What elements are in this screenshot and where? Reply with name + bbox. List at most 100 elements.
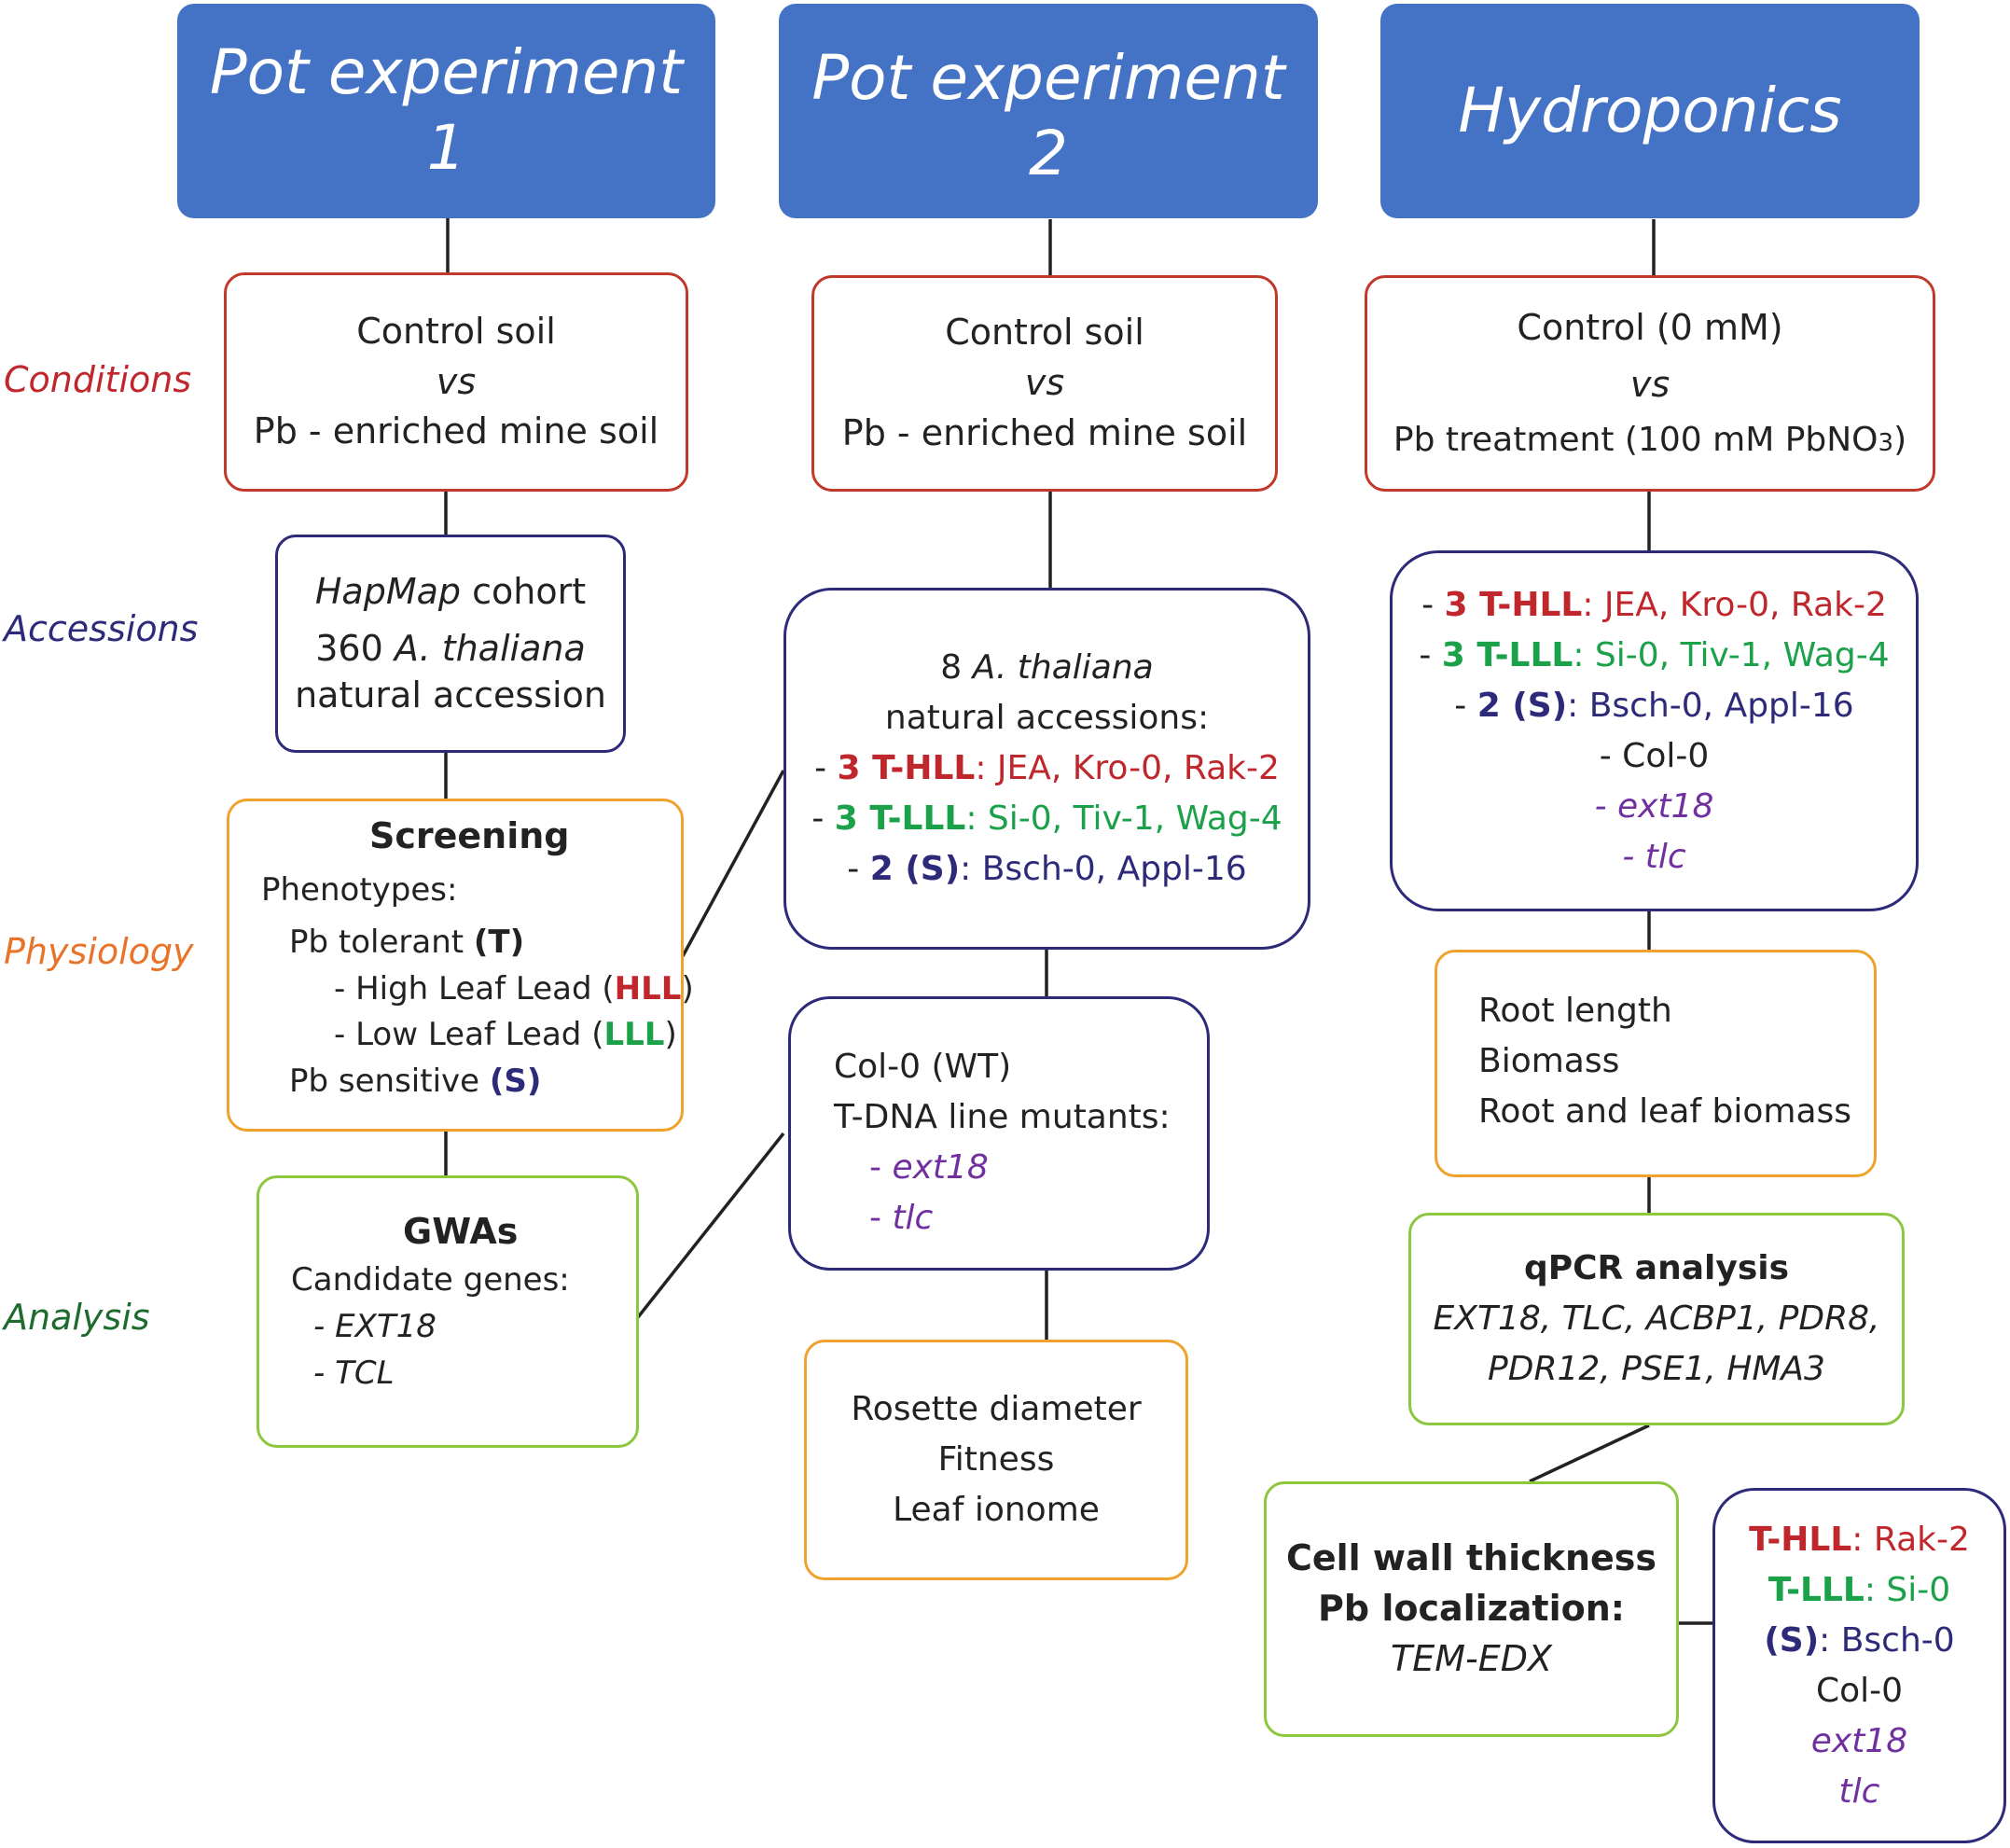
text-segment: - (847, 850, 870, 888)
tlll-list: : Si-0, Tiv-1, Wag-4 (965, 799, 1282, 838)
cellwall-box: Cell wall thickness Pb localization: TEM… (1264, 1481, 1679, 1737)
text-segment: - (814, 749, 838, 787)
text-line: Cell wall thickness (1285, 1537, 1657, 1579)
thll-list: : JEA, Kro-0, Rak-2 (975, 749, 1280, 787)
text-segment: cohort (461, 570, 587, 612)
gene-item: - EXT18 (313, 1308, 437, 1346)
text-line: vs (1024, 362, 1065, 404)
text-line: Col-0 (WT) (834, 1048, 1012, 1086)
text-segment: Pb tolerant (289, 924, 474, 962)
text-line: - 2 (S): Bsch-0, Appl-16 (847, 844, 1246, 895)
text-line: Pb localization: (1318, 1588, 1625, 1630)
code-s: 2 (S) (869, 850, 961, 888)
gwas-title: GWAs (403, 1211, 519, 1252)
pot2-physiology-box: Rosette diameter Fitness Leaf ionome (804, 1340, 1188, 1580)
species-label: A. thaliana (394, 628, 586, 670)
text-line: Rosette diameter (851, 1390, 1142, 1428)
code-tlll: T-LLL (1767, 1570, 1864, 1609)
text-segment: - (811, 799, 835, 838)
text-segment: : Rak-2 (1851, 1520, 1970, 1559)
pot2-accessions-box: 8 A. thaliana natural accessions: - 3 T-… (783, 588, 1310, 950)
screening-title: Screening (369, 815, 570, 856)
selected-accessions-box: T-HLL: Rak-2 T-LLL: Si-0 (S): Bsch-0 Col… (1712, 1488, 2006, 1843)
text-line: T-LLL: Si-0 (1768, 1565, 1950, 1616)
code-thll: T-HLL (1749, 1520, 1852, 1559)
text-line: - High Leaf Lead (HLL) (261, 966, 694, 1013)
code-thll: 3 T-HLL (837, 749, 976, 787)
hydro-accessions-box: - 3 T-HLL: JEA, Kro-0, Rak-2 - 3 T-LLL: … (1390, 550, 1919, 911)
hydro-conditions-box: Control (0 mM) vs Pb treatment (100 mM P… (1365, 275, 1935, 492)
header-line: Pot experiment (811, 42, 1285, 114)
qpcr-title: qPCR analysis (1523, 1249, 1790, 1287)
pot1-conditions-box: Control soil vs Pb - enriched mine soil (224, 272, 688, 492)
text-line: Leaf ionome (893, 1491, 1100, 1529)
text-segment: 360 (315, 628, 395, 670)
text-line: Phenotypes: (261, 871, 458, 910)
text-line: vs (436, 360, 477, 402)
mutant-ext18: ext18 (1810, 1721, 1908, 1760)
connector-line (681, 770, 785, 957)
text-segment: - (1454, 686, 1477, 725)
text-segment: ) (681, 969, 694, 1007)
pot2-conditions-box: Control soil vs Pb - enriched mine soil (811, 275, 1278, 492)
text-line: Control (0 mM) (1517, 307, 1783, 349)
text-line: Control soil (356, 310, 556, 352)
text-line: (S): Bsch-0 (1764, 1616, 1954, 1666)
qpcr-box: qPCR analysis EXT18, TLC, ACBP1, PDR8, P… (1408, 1213, 1905, 1425)
mutant-tlc: tlc (892, 1199, 934, 1237)
header-pot-experiment-1: Pot experiment 1 (177, 4, 715, 218)
mutant-ext18: - ext18 (1594, 786, 1714, 826)
header-line: 2 (1029, 117, 1068, 189)
text-line: - Col-0 (1599, 736, 1710, 775)
text-line: - 3 T-LLL: Si-0, Tiv-1, Wag-4 (811, 794, 1282, 844)
label-accessions: Accessions (4, 608, 199, 649)
gene-item: - TCL (313, 1354, 395, 1392)
header-line: Hydroponics (1458, 74, 1842, 146)
text-segment: ) (664, 1016, 677, 1054)
text-segment: Pb treatment (100 mM PbNO (1393, 421, 1878, 459)
text-segment: - (1419, 635, 1442, 674)
label-analysis: Analysis (4, 1297, 150, 1338)
text-line: 360 A. thaliana (315, 626, 586, 672)
text-line: - Low Leaf Lead (LLL) (261, 1012, 681, 1059)
label-conditions: Conditions (4, 359, 192, 400)
text-line: T-DNA line mutants: (834, 1098, 1171, 1136)
pot2-mutants-box: Col-0 (WT) T-DNA line mutants: - ext18 -… (788, 996, 1210, 1271)
text-line: HapMap cohort (315, 569, 586, 615)
tlll-list: : Si-0, Tiv-1, Wag-4 (1573, 635, 1890, 674)
text-line: Pb sensitive (S) (261, 1059, 681, 1105)
code-lll: LLL (603, 1016, 665, 1054)
text-line: Root and leaf biomass (1478, 1092, 1852, 1131)
gene-list: PDR12, PSE1, HMA3 (1488, 1350, 1825, 1388)
text-line: natural accessions: (884, 699, 1210, 737)
text-segment: - (869, 1199, 893, 1237)
text-line: Fitness (937, 1440, 1055, 1479)
text-line: - 2 (S): Bsch-0, Appl-16 (1454, 681, 1853, 731)
header-line: Pot experiment (209, 36, 684, 109)
text-line: - 3 T-LLL: Si-0, Tiv-1, Wag-4 (1419, 631, 1889, 681)
text-line: T-HLL: Rak-2 (1749, 1515, 1970, 1565)
text-segment: ) (1893, 421, 1907, 459)
subscript: 3 (1878, 429, 1894, 457)
header-pot-experiment-2: Pot experiment 2 (779, 4, 1318, 218)
code-t: (T) (473, 924, 525, 962)
text-line: - 3 T-HLL: JEA, Kro-0, Rak-2 (814, 743, 1280, 794)
code-thll: 3 T-HLL (1444, 585, 1583, 624)
screening-box: Screening Phenotypes: Pb tolerant (T) - … (227, 799, 694, 1132)
header-hydroponics: Hydroponics (1380, 4, 1920, 218)
text-line: Col-0 (1815, 1671, 1904, 1710)
text-line: Pb tolerant (T) (261, 920, 681, 966)
text-line: natural accession (295, 674, 606, 716)
text-segment: - High Leaf Lead ( (334, 969, 615, 1007)
hapmap-label: HapMap (314, 570, 462, 612)
text-line: Pb - enriched mine soil (841, 411, 1248, 453)
s-list: : Bsch-0, Appl-16 (960, 850, 1247, 888)
code-tlll: 3 T-LLL (1441, 635, 1573, 674)
text-segment: - (869, 1148, 893, 1187)
code-s: (S) (1764, 1620, 1820, 1660)
pot1-accessions-box: HapMap cohort 360 A. thaliana natural ac… (275, 535, 626, 753)
hydro-physiology-box: Root length Biomass Root and leaf biomas… (1435, 950, 1877, 1177)
text-line: Candidate genes: (291, 1261, 570, 1299)
species-label: A. thaliana (972, 648, 1154, 687)
